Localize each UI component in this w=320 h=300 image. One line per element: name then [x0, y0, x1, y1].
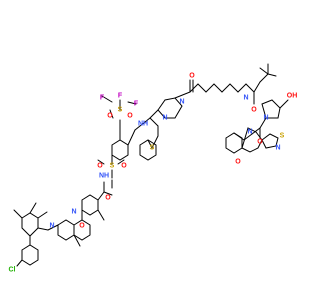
oxygen-label-amide-mid: O: [251, 107, 257, 114]
nitrogen-label-proline: N: [263, 115, 268, 122]
oxygen-label-sulfonyl-c: O: [107, 113, 113, 120]
oxygen-label-sulfonyl-a: O: [97, 163, 103, 170]
nitrogen-label-piperazine-b: N: [179, 99, 184, 106]
sulfur-label-sulfonyl: S: [118, 107, 123, 114]
nh-label-aniline: NH: [138, 121, 148, 128]
oxygen-label-sulfonyl-b: O: [121, 163, 127, 170]
atom-labels: Cl N N O O NH S O O S O O F F F NH S N N…: [9, 73, 298, 274]
nitrogen-label-pip-right: N: [71, 209, 76, 216]
nitrogen-label-thiazole: N: [275, 145, 280, 152]
oxygen-label-oxazine: O: [79, 223, 85, 230]
nitrogen-label-pip-left: N: [49, 223, 54, 230]
bond-skeleton: [13, 63, 289, 267]
nitrogen-label-piperazine-a: N: [162, 115, 167, 122]
fluorine-label-1: F: [100, 95, 105, 102]
fluorine-label-3: F: [134, 101, 139, 108]
nitrogen-label-right: N: [247, 129, 252, 136]
sulfur-label-sulfonamide: S: [110, 163, 115, 170]
sulfur-label-thioether: S: [150, 145, 155, 152]
nh-label-sulfonamide: NH: [99, 173, 109, 180]
hydroxyl-label-proline: OH: [287, 93, 298, 100]
oxygen-label-linker: O: [189, 73, 195, 80]
nitrogen-label-linker: N: [243, 95, 248, 102]
oxygen-label-amide-left: O: [105, 195, 111, 202]
fluorine-label-2: F: [118, 93, 123, 100]
oxygen-label-amide-right: O: [257, 139, 263, 146]
chlorine-label: Cl: [9, 267, 16, 274]
sulfur-label-thiazole: S: [280, 133, 285, 140]
oxygen-label-oxepine: O: [235, 159, 241, 166]
oxygen-label-sulfonyl-d: O: [127, 113, 133, 120]
molecule-diagram: Cl N N O O NH S O O S O O F F F NH S N N…: [9, 63, 298, 274]
